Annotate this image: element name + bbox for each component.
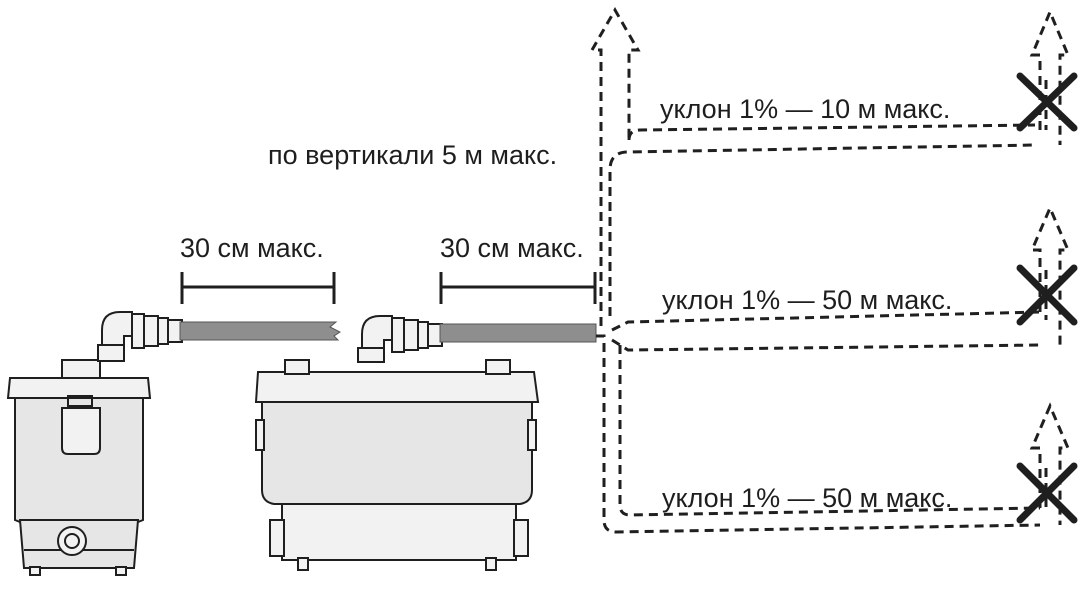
dashed-routing [589,6,1041,534]
up-arrow-icon [1029,8,1071,145]
vertical-limit-label: по вертикали 5 м макс. [268,140,557,170]
right-span-dimension [439,272,597,304]
right-pump-unit [254,359,540,571]
middle-branch-arrow [1029,204,1071,345]
left-elbow-fitting [97,311,183,362]
cross-icon [1016,264,1078,326]
slope-top-label: уклон 1% — 10 м макс. [660,94,950,124]
top-branch-arrow [1029,8,1071,145]
cross-icon [1016,462,1078,524]
right-span-label: 30 см макс. [440,233,584,263]
left-span-label: 30 см макс. [180,233,324,263]
up-arrow-icon [1029,402,1071,525]
cross-icon [1016,72,1078,132]
slope-middle-label: уклон 1% — 50 м макс. [662,285,952,315]
slope-bottom-label: уклон 1% — 50 м макс. [662,483,952,513]
left-discharge-pipe [179,321,341,341]
left-pump-unit [6,359,152,576]
right-elbow-fitting [357,315,443,363]
up-arrow-icon [1029,204,1071,345]
right-discharge-pipe [439,323,597,343]
left-span-dimension [180,272,336,304]
